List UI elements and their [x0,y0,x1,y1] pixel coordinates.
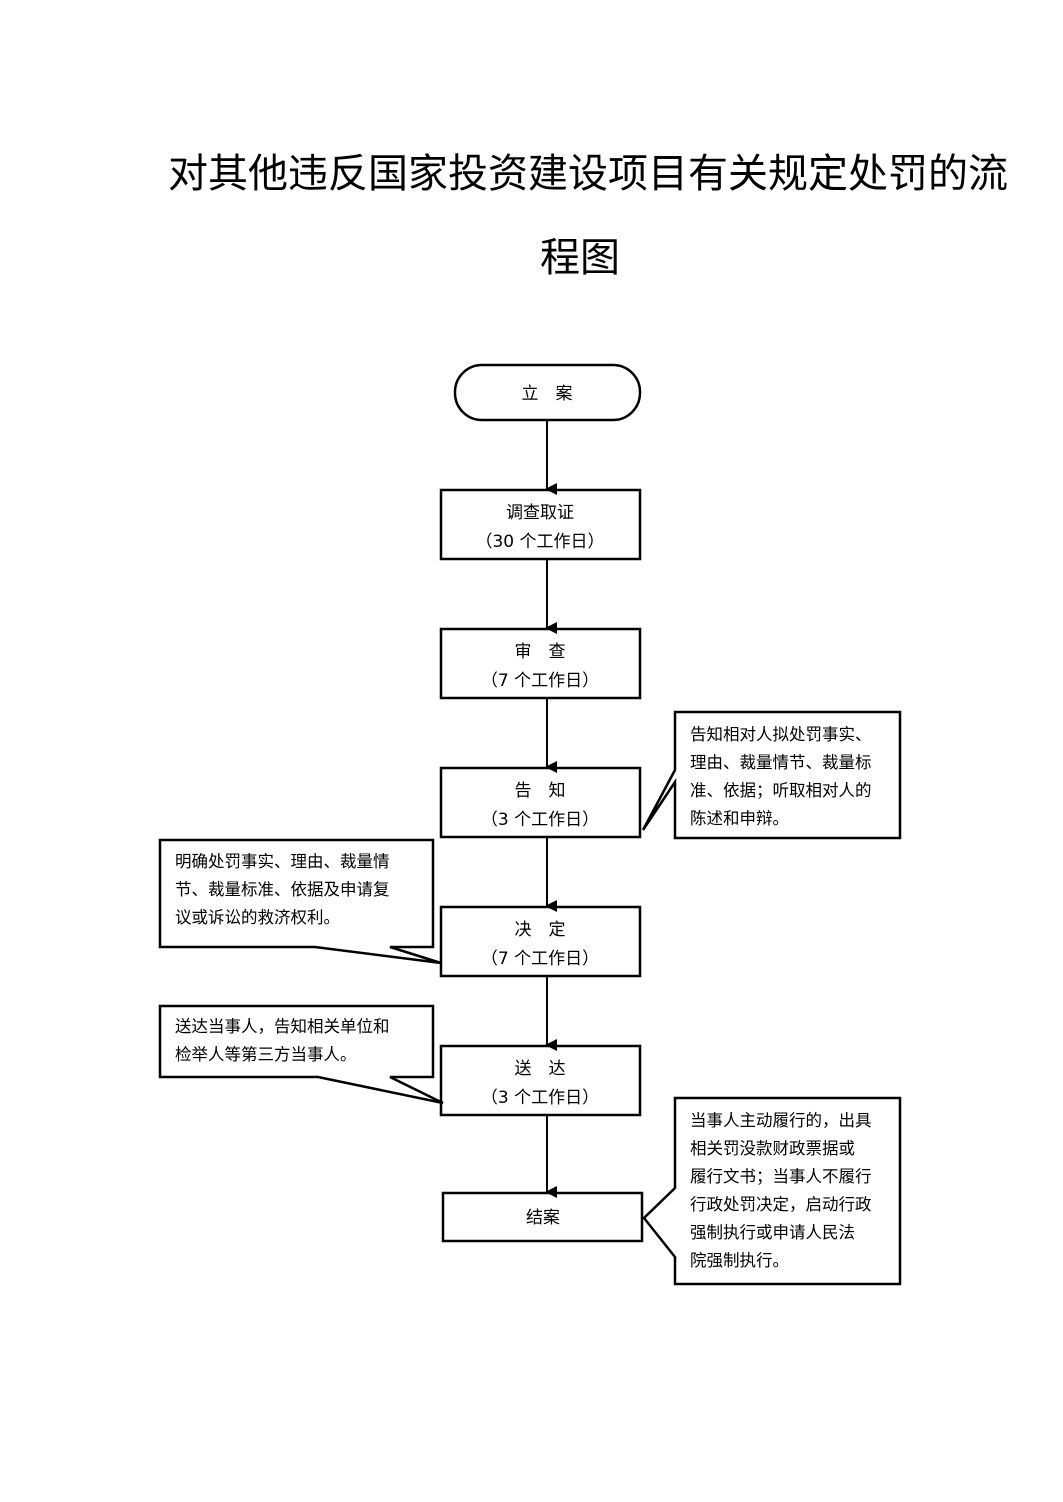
callout-close: 当事人主动履行的，出具 相关罚没款财政票据或 履行文书；当事人不履行 行政处罚决… [642,1096,902,1286]
step-investigation: 调查取证 （30 个工作日） [439,488,642,561]
step-inform: 告 知 （3 个工作日） [439,766,642,839]
step-start: 立 案 [453,363,642,422]
step-review-label: 审 查 [515,642,566,662]
callout-close-line-1: 当事人主动履行的，出具 [690,1111,872,1130]
callout-close-line-3: 履行文书；当事人不履行 [690,1167,872,1186]
step-inform-label: 告 知 [515,781,566,801]
callout-close-line-2: 相关罚没款财政票据或 [690,1139,855,1158]
step-deliver: 送 达 （3 个工作日） [439,1044,642,1117]
step-inform-duration: （3 个工作日） [481,810,599,830]
step-close: 结案 [441,1191,644,1243]
callout-inform-line-1: 告知相对人拟处罚事实、 [690,725,872,744]
page-title-line-1: 对其他违反国家投资建设项目有关规定处罚的流 [168,151,1008,197]
step-decide: 决 定 （7 个工作日） [439,905,642,978]
callout-inform: 告知相对人拟处罚事实、 理由、裁量情节、裁量标 准、依据；听取相对人的 陈述和申… [641,710,902,840]
callout-decide: 明确处罚事实、理由、裁量情 节、裁量标准、依据及申请复 议或诉讼的救济权利。 [158,838,442,965]
callout-deliver-line-2: 检举人等第三方当事人。 [175,1045,357,1064]
callout-inform-line-4: 陈述和申辩。 [690,809,789,828]
callout-inform-line-3: 准、依据；听取相对人的 [690,781,872,800]
step-review-duration: （7 个工作日） [481,671,599,691]
step-deliver-duration: （3 个工作日） [481,1088,599,1108]
callout-close-line-4: 行政处罚决定，启动行政 [690,1195,872,1214]
callout-deliver-line-1: 送达当事人，告知相关单位和 [175,1017,390,1036]
step-start-label: 立 案 [522,384,573,404]
step-investigation-duration: （30 个工作日） [475,532,604,552]
callout-decide-line-3: 议或诉讼的救济权利。 [175,908,340,927]
callout-decide-line-1: 明确处罚事实、理由、裁量情 [175,852,390,871]
step-decide-label: 决 定 [515,920,566,940]
callout-inform-line-2: 理由、裁量情节、裁量标 [690,753,872,772]
step-review: 审 查 （7 个工作日） [439,627,642,700]
callout-deliver: 送达当事人，告知相关单位和 检举人等第三方当事人。 [158,1004,444,1105]
callout-decide-line-2: 节、裁量标准、依据及申请复 [175,880,390,899]
step-decide-duration: （7 个工作日） [481,949,599,969]
page-title-line-2: 程图 [540,235,620,281]
step-deliver-label: 送 达 [515,1059,566,1079]
step-investigation-label: 调查取证 [506,503,574,523]
callout-close-line-5: 强制执行或申请人民法 [690,1223,855,1242]
step-close-label: 结案 [526,1208,560,1228]
callout-close-line-6: 院强制执行。 [690,1251,789,1270]
